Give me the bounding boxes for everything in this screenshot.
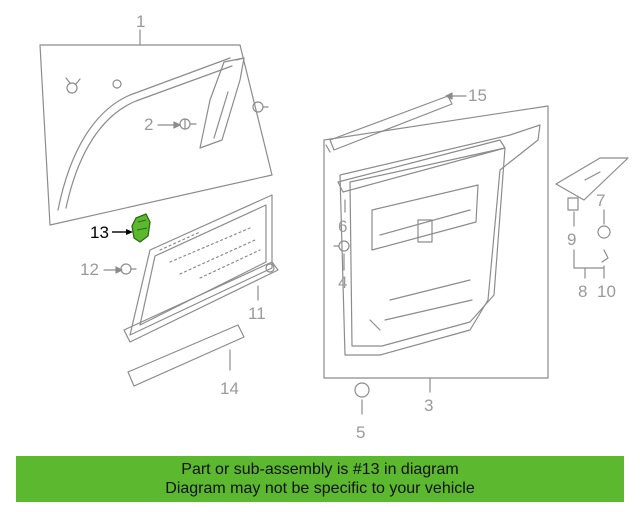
callout-7: 7 [596,191,606,210]
callout-2: 2 [144,115,154,134]
callout-10: 10 [597,282,616,301]
callout-8: 8 [578,282,588,301]
callout-13[interactable]: 13 [90,223,109,242]
part-11-panel [123,194,279,343]
info-banner: Part or sub-assembly is #13 in diagram D… [16,456,624,502]
part-1-box [39,29,273,226]
callout-11: 11 [248,304,266,323]
callout-12: 12 [80,260,99,279]
callout-14: 14 [220,379,239,398]
callout-4: 4 [338,273,348,292]
callout-6: 6 [338,217,348,236]
callout-9: 9 [567,230,577,249]
banner-line-1: Part or sub-assembly is #13 in diagram [181,461,459,478]
callout-3: 3 [424,396,434,415]
parts-diagram [39,29,629,415]
banner-line-2: Diagram may not be specific to your vehi… [165,480,475,497]
part-3-box [323,105,549,393]
callout-1: 1 [136,12,146,31]
callout-5: 5 [356,423,366,442]
part-13-highlight [112,213,151,243]
callout-15: 15 [468,86,487,105]
